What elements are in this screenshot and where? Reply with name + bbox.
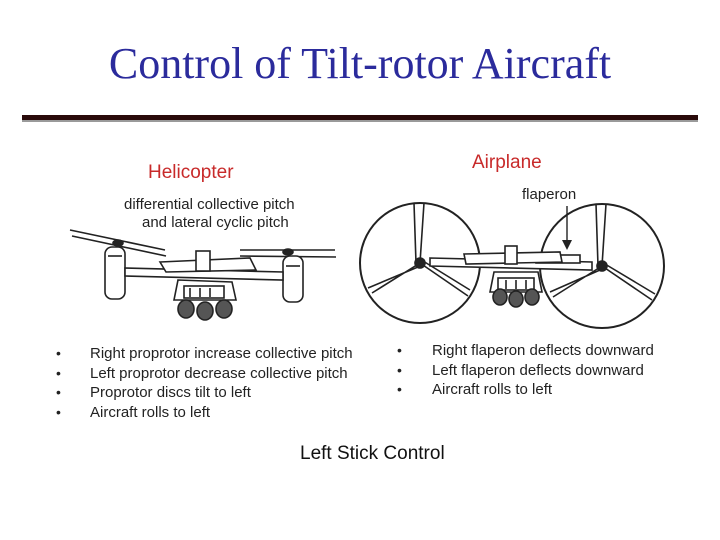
list-item: Aircraft rolls to left — [432, 381, 553, 398]
list-item: Proprotor discs tilt to left — [90, 384, 251, 401]
helicopter-mode-aircraft — [69, 229, 337, 321]
list-item: Right proprotor increase collective pitc… — [90, 345, 353, 362]
airplane-bullet-list: Right flaperon deflects downward Left fl… — [432, 341, 654, 400]
flaperon-label: flaperon — [522, 186, 577, 203]
helicopter-note-line1: differential collective pitch — [124, 196, 295, 213]
title-rule-shadow — [22, 120, 698, 122]
right-nacelle — [282, 255, 304, 303]
title-rule — [22, 115, 698, 120]
airplane-wheel-right — [524, 288, 540, 306]
airplane-wheel-center — [508, 290, 524, 308]
list-item: Right flaperon deflects downward — [432, 342, 654, 359]
left-prop-blades — [367, 202, 471, 297]
footer-caption: Left Stick Control — [300, 443, 445, 464]
slide-title: Control of Tilt-rotor Aircraft — [108, 39, 612, 88]
helicopter-wheel-left — [177, 299, 195, 319]
helicopter-heading: Helicopter — [148, 162, 234, 183]
list-item: Aircraft rolls to left — [90, 403, 211, 421]
helicopter-note-line2: and lateral cyclic pitch — [142, 214, 289, 231]
airplane-bullet-markers: • • • — [397, 342, 402, 397]
airplane-heading: Airplane — [472, 152, 542, 173]
list-item: Left flaperon deflects downward — [432, 361, 644, 379]
helicopter-bullet-markers: • • • • — [56, 345, 61, 420]
helicopter-bullet-list: Right proprotor increase collective pitc… — [90, 344, 353, 422]
left-nacelle — [104, 246, 126, 300]
helicopter-wheel-right — [215, 299, 233, 319]
airplane-wheel-left — [492, 288, 508, 306]
right-prop-blades — [549, 203, 656, 301]
list-item: Left proprotor decrease collective pitch — [90, 364, 348, 382]
airplane-mode-aircraft — [359, 202, 665, 329]
helicopter-wheel-center — [196, 301, 214, 321]
